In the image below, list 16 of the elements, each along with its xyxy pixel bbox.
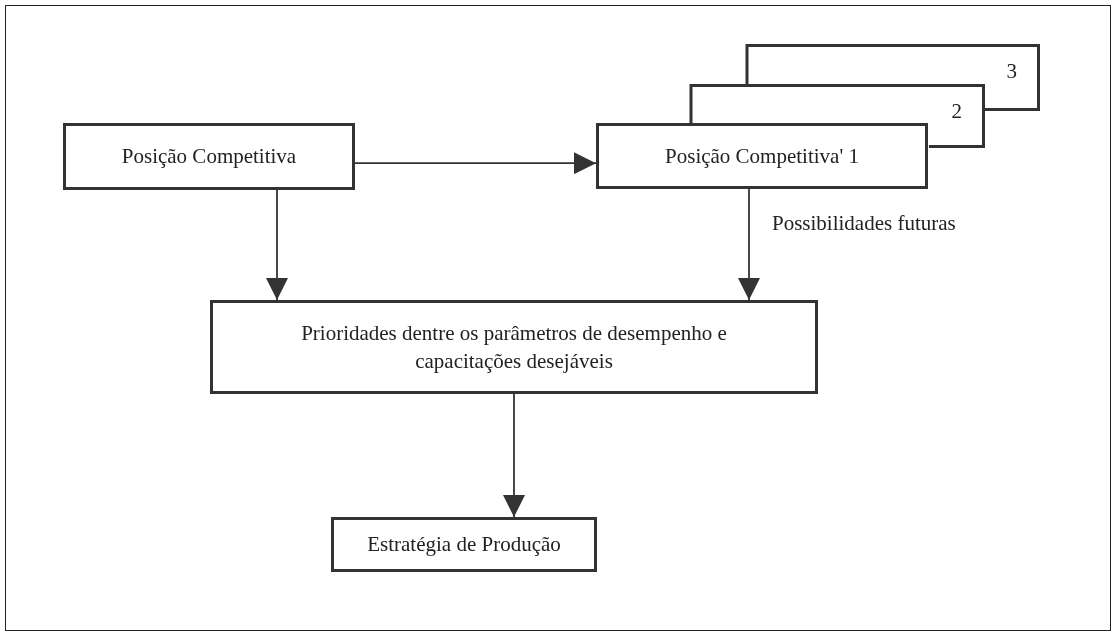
process-box — [210, 300, 818, 394]
process-box — [331, 517, 597, 572]
box-text: Posição Competitiva' 1 — [665, 142, 859, 170]
process-box — [63, 123, 355, 190]
process-box — [929, 84, 985, 148]
box-text: Posição Competitiva — [121, 143, 297, 171]
process-box — [985, 44, 1040, 111]
box-text: Prioridades dentre os parâmetros de desempenho e capacitações desejáveis — [300, 319, 728, 375]
arrow — [503, 393, 525, 518]
arrow — [266, 189, 288, 301]
box-text: 2 — [951, 98, 962, 125]
arrow — [354, 152, 597, 175]
process-box — [596, 123, 928, 189]
box-text: 3 — [1006, 58, 1017, 85]
arrow — [738, 188, 760, 301]
box-text: Estratégia de Produção — [367, 531, 561, 559]
